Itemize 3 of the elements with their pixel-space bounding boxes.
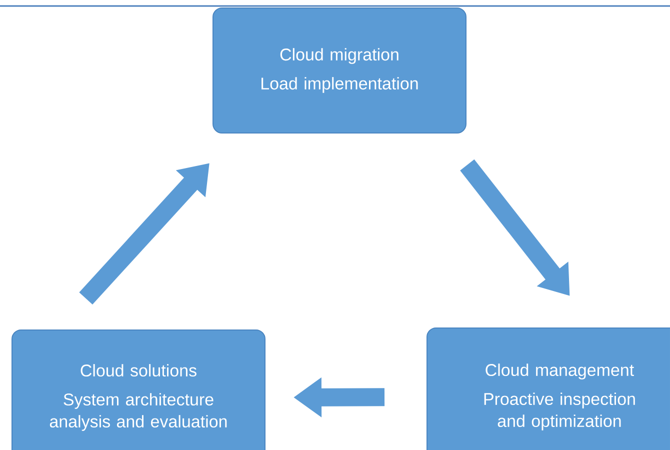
process-box: Cloud migration Load implementation [212, 8, 466, 134]
process-box: Cloud management Proactive inspection and optimization [426, 328, 670, 450]
process-box: Cloud solutions System architecture analysis and evaluation [12, 330, 266, 450]
